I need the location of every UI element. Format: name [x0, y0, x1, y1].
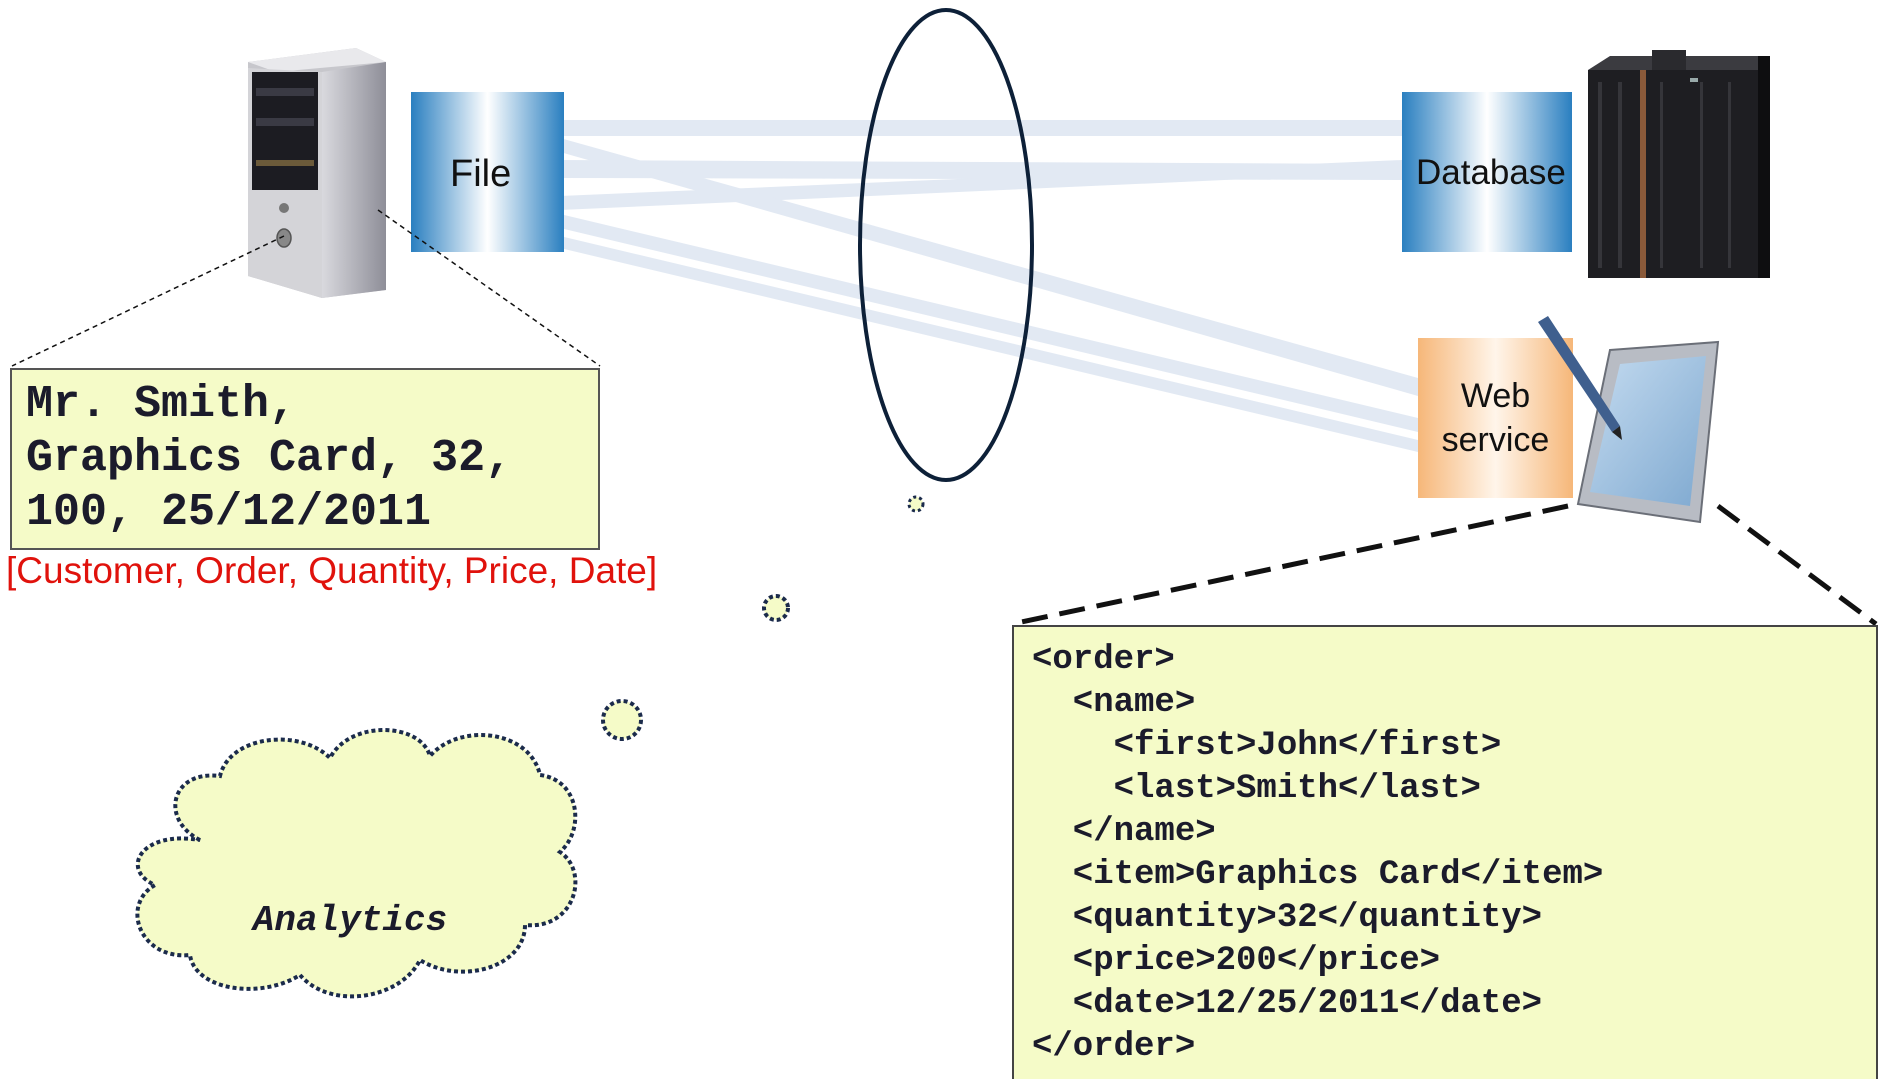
desktop-tower-icon: [248, 48, 386, 298]
xml-line: <date>12/25/2011</date>: [1032, 985, 1543, 1023]
mainframe-server-icon: [1588, 50, 1770, 278]
csv-line: Graphics Card, 32,: [26, 433, 513, 484]
file-label: File: [450, 153, 512, 195]
xml-line: <first>John</first>: [1032, 727, 1502, 765]
thought-bubble-large: [601, 699, 643, 741]
xml-line: <name>: [1032, 684, 1196, 722]
xml-line: <last>Smith</last>: [1032, 770, 1481, 808]
flow-file-to-webservice-3: [560, 236, 1418, 452]
flow-file-to-webservice-1: [560, 138, 1418, 396]
flow-file-to-webservice-2: [560, 214, 1418, 432]
csv-schema-label: [Customer, Order, Quantity, Price, Date]: [6, 550, 658, 591]
csv-callout-line-right: [377, 209, 601, 367]
flow-file-to-database-1: [560, 120, 1402, 136]
thought-bubble-medium: [762, 594, 790, 622]
xml-line: </name>: [1032, 813, 1216, 851]
csv-callout-line-left: [11, 235, 285, 367]
xml-line: <order>: [1032, 641, 1175, 679]
tablet-stylus-icon: [1538, 316, 1720, 524]
analytics-label: Analytics: [252, 900, 448, 941]
webservice-source-shape: [1418, 338, 1573, 498]
xml-line: </order>: [1032, 1028, 1196, 1066]
integration-ellipse: [858, 8, 1034, 482]
xml-line: <quantity>32</quantity>: [1032, 899, 1543, 937]
csv-record-box: Mr. Smith, Graphics Card, 32, 100, 25/12…: [10, 368, 600, 550]
xml-line: <price>200</price>: [1032, 942, 1441, 980]
analytics-cloud-shape: [135, 728, 578, 999]
file-source-shape: [411, 92, 564, 252]
xml-callout-line-left: [1011, 503, 1569, 627]
xml-line: <item>Graphics Card</item>: [1032, 856, 1604, 894]
data-flow-ribbons: [560, 120, 1418, 452]
thought-bubble-small: [907, 495, 925, 513]
webservice-label: Web service: [1441, 377, 1550, 459]
xml-record-box: <order> <name> <first>John</first> <last…: [1012, 625, 1878, 1079]
database-source-shape: [1402, 92, 1572, 252]
xml-callout-line-right: [1716, 503, 1878, 627]
database-label: Database: [1416, 153, 1566, 192]
csv-line: Mr. Smith,: [26, 379, 297, 430]
csv-line: 100, 25/12/2011: [26, 487, 432, 538]
